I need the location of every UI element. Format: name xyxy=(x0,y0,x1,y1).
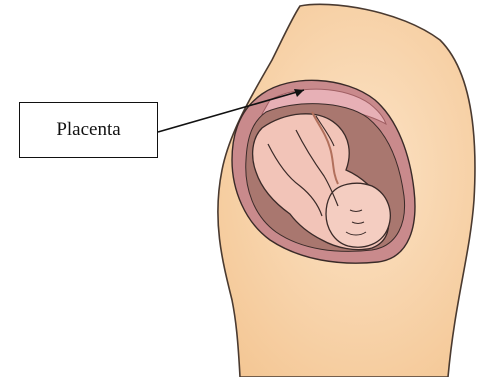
placenta-label-box: Placenta xyxy=(19,102,158,158)
placenta-label: Placenta xyxy=(56,119,120,141)
fetus-head xyxy=(326,183,390,247)
